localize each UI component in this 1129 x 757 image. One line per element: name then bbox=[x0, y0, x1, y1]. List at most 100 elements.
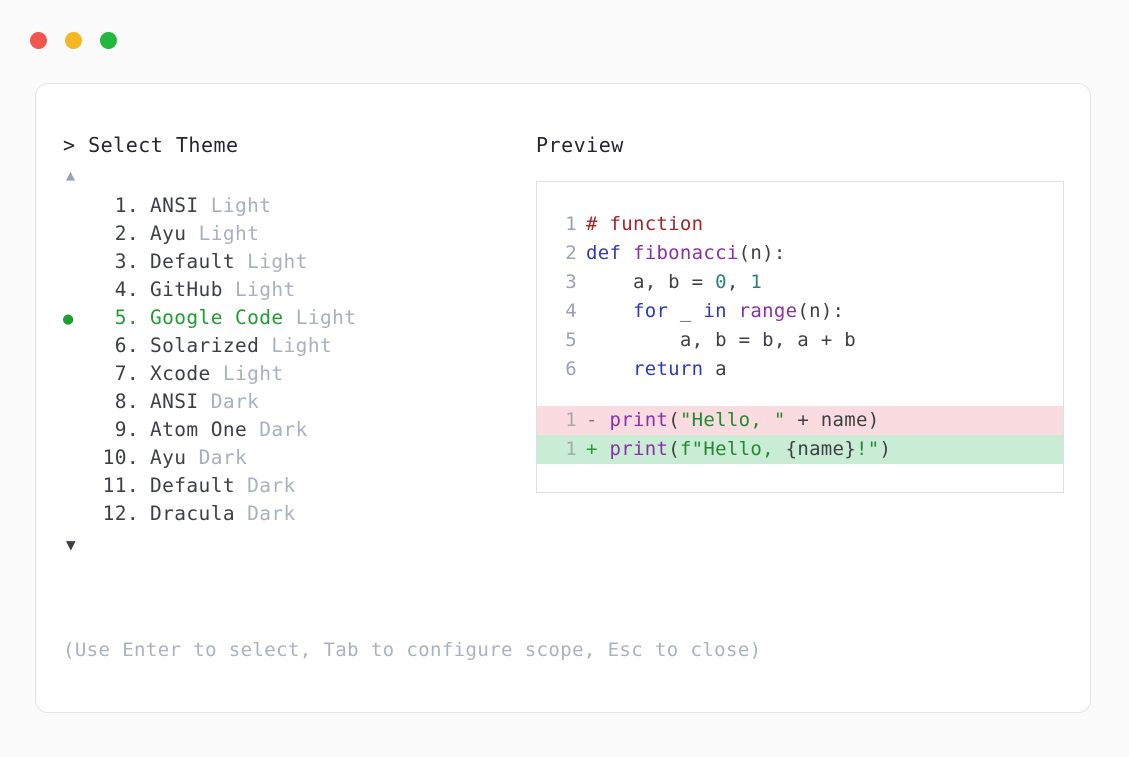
code-token bbox=[727, 300, 739, 322]
code-token: fibonacci bbox=[632, 242, 739, 264]
theme-list-item[interactable]: 12. Dracula Dark bbox=[63, 500, 533, 528]
code-line-content: - print("Hello, " + name) bbox=[577, 406, 880, 435]
code-token: # function bbox=[586, 213, 704, 235]
theme-list-item[interactable]: 8.ANSI Dark bbox=[63, 388, 533, 416]
code-token bbox=[586, 300, 633, 322]
code-token: for bbox=[632, 300, 669, 322]
diff-removed-line: 1- print("Hello, " + name) bbox=[537, 406, 1063, 435]
theme-item-variant: Dark bbox=[259, 418, 308, 441]
bullet-placeholder bbox=[63, 249, 93, 277]
bullet-placeholder bbox=[63, 193, 93, 221]
line-number: 1 bbox=[565, 438, 577, 460]
theme-item-number: 9. bbox=[114, 418, 139, 441]
theme-list-item[interactable]: 7.Xcode Light bbox=[63, 360, 533, 388]
theme-item-number: 12. bbox=[102, 502, 139, 525]
bullet-placeholder bbox=[63, 473, 93, 501]
code-token: range bbox=[738, 300, 798, 322]
theme-item-name: Default Dark bbox=[150, 474, 296, 497]
theme-list-item[interactable]: 6. Solarized Light bbox=[63, 332, 533, 360]
line-number: 2 bbox=[565, 242, 577, 264]
preview-label: Preview bbox=[536, 133, 624, 157]
code-token: f"Hello, bbox=[679, 438, 786, 460]
theme-list-item[interactable]: 4.GitHub Light bbox=[63, 276, 533, 304]
theme-item-name: GitHub Light bbox=[150, 278, 296, 301]
line-number: 4 bbox=[565, 300, 577, 322]
bullet-placeholder bbox=[63, 333, 93, 361]
code-token: in bbox=[703, 300, 727, 322]
theme-item-name: Solarized Light bbox=[150, 334, 333, 357]
code-token: "Hello, " bbox=[679, 409, 786, 431]
scroll-down-icon[interactable]: ▼ bbox=[66, 535, 76, 554]
theme-item-variant: Light bbox=[210, 194, 272, 217]
code-token: print bbox=[609, 438, 669, 460]
code-line-content: return a bbox=[577, 355, 727, 384]
theme-item-number: 11. bbox=[102, 474, 139, 497]
code-token: a, b = bbox=[586, 271, 716, 293]
close-button[interactable] bbox=[30, 32, 47, 49]
theme-item-number: 2. bbox=[114, 222, 139, 245]
theme-item-number: 1. bbox=[114, 194, 139, 217]
theme-item-number: 7. bbox=[114, 362, 139, 385]
maximize-button[interactable] bbox=[100, 32, 117, 49]
line-number: 3 bbox=[565, 271, 577, 293]
theme-item-name: Google Code Light bbox=[150, 306, 357, 329]
code-token: 0 bbox=[715, 271, 727, 293]
theme-list-item[interactable]: 10. Ayu Dark bbox=[63, 444, 533, 472]
theme-list-item[interactable]: 3.Default Light bbox=[63, 248, 533, 276]
window-titlebar bbox=[0, 0, 1129, 76]
minimize-button[interactable] bbox=[65, 32, 82, 49]
code-token: 1 bbox=[750, 271, 763, 293]
theme-list-item[interactable]: 1.ANSI Light bbox=[63, 192, 533, 220]
theme-item-name: Dracula Dark bbox=[150, 502, 296, 525]
code-line: 1 # function bbox=[537, 210, 1063, 239]
code-token: + name) bbox=[785, 409, 880, 431]
theme-selection-panel: > Select Theme ▲ 1.ANSI Light 2.Ayu Ligh… bbox=[63, 132, 533, 556]
scroll-up-icon[interactable]: ▲ bbox=[66, 166, 76, 184]
code-line: 6 return a bbox=[537, 355, 1063, 384]
code-line-content: for _ in range(n): bbox=[577, 297, 844, 326]
selected-bullet-icon: ● bbox=[63, 309, 74, 329]
code-token: _ bbox=[668, 300, 704, 322]
code-line-content: + print(f"Hello, {name}!") bbox=[577, 435, 891, 464]
window-controls bbox=[30, 32, 117, 49]
theme-item-variant: Light bbox=[247, 250, 308, 273]
theme-list-item[interactable]: 2.Ayu Light bbox=[63, 220, 533, 248]
bullet-placeholder bbox=[63, 361, 93, 389]
code-line: 4 for _ in range(n): bbox=[537, 297, 1063, 326]
code-token: , bbox=[726, 271, 751, 293]
code-token bbox=[586, 358, 633, 380]
code-line: 3 a, b = 0, 1 bbox=[537, 268, 1063, 297]
theme-item-variant: Light bbox=[234, 278, 296, 301]
page-title: > Select Theme bbox=[63, 133, 239, 157]
theme-list-item[interactable]: 9. Atom One Dark bbox=[63, 416, 533, 444]
line-number: 5 bbox=[565, 329, 577, 351]
code-token: {name} bbox=[785, 438, 857, 460]
bullet-placeholder bbox=[63, 277, 93, 305]
bullet-placeholder bbox=[63, 417, 93, 445]
code-token: (n): bbox=[797, 300, 845, 322]
line-number: 1 bbox=[565, 409, 577, 431]
theme-list-item[interactable]: 11. Default Dark bbox=[63, 472, 533, 500]
code-token: a bbox=[703, 358, 727, 380]
keyboard-hint: (Use Enter to select, Tab to configure s… bbox=[63, 639, 762, 661]
bullet-placeholder bbox=[63, 221, 93, 249]
theme-item-number: 10. bbox=[102, 446, 139, 469]
theme-item-name: Atom One Dark bbox=[150, 418, 308, 441]
code-line-content: # function bbox=[577, 210, 703, 239]
theme-item-number: 5. bbox=[114, 306, 139, 329]
theme-item-variant: Dark bbox=[210, 390, 260, 413]
theme-item-variant: Light bbox=[198, 222, 260, 245]
line-number: 1 bbox=[565, 213, 577, 235]
theme-item-number: 8. bbox=[114, 390, 139, 413]
theme-item-name: Ayu Dark bbox=[150, 446, 248, 469]
theme-list: 1.ANSI Light 2.Ayu Light 3.Default Light… bbox=[63, 192, 533, 528]
bullet-placeholder bbox=[63, 501, 93, 529]
theme-item-variant: Light bbox=[222, 362, 284, 385]
code-token: return bbox=[632, 358, 704, 380]
theme-list-item[interactable]: ● 5. Google Code Light bbox=[63, 304, 533, 332]
theme-item-name: Default Light bbox=[150, 250, 308, 273]
theme-item-number: 6. bbox=[114, 334, 139, 357]
code-line-content: a, b = 0, 1 bbox=[577, 268, 762, 297]
